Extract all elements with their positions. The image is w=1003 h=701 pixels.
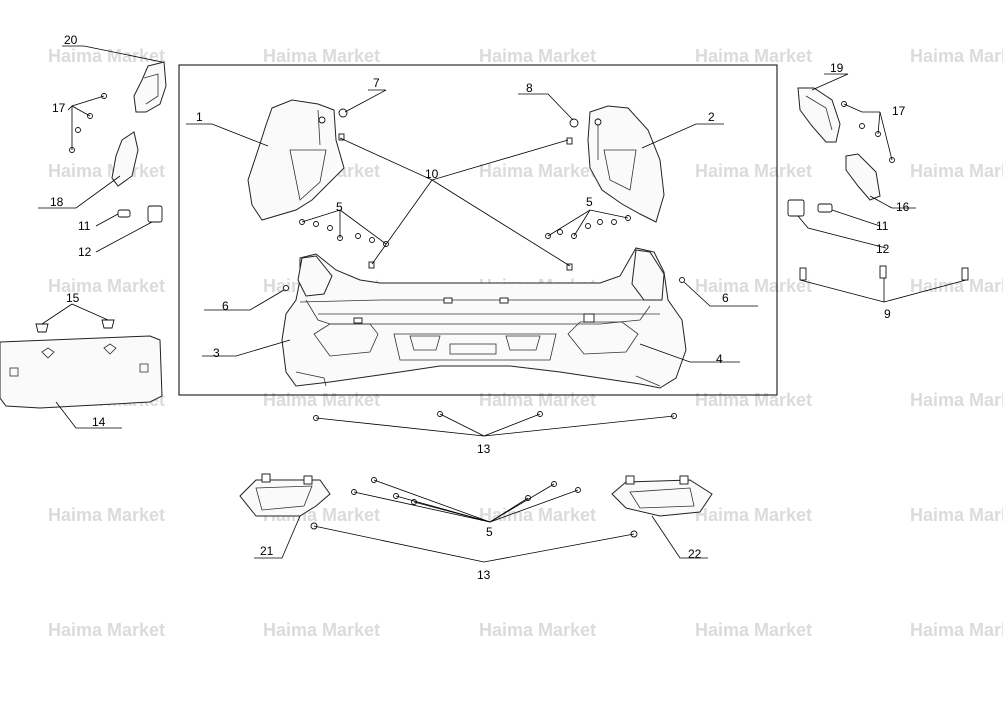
callout-21: 21 bbox=[260, 544, 274, 558]
callout-20: 20 bbox=[64, 33, 78, 47]
callout-12-left: 12 bbox=[78, 245, 92, 259]
callout-10: 10 bbox=[425, 167, 439, 181]
callout-5-bottom: 5 bbox=[486, 525, 493, 539]
part-13-screws-bottom[interactable] bbox=[310, 522, 638, 538]
part-13-screws-top[interactable] bbox=[313, 411, 677, 421]
callout-11-left: 11 bbox=[78, 219, 91, 233]
watermark: Haima Market bbox=[479, 620, 596, 640]
part-11-clip-right[interactable] bbox=[817, 203, 833, 213]
watermark: Haima Market bbox=[695, 505, 812, 525]
part-14-license-plate-bracket[interactable] bbox=[0, 335, 163, 409]
part-5-screws-left[interactable] bbox=[299, 219, 389, 247]
watermark: Haima Market bbox=[263, 46, 380, 66]
part-12-retainer-right[interactable] bbox=[787, 199, 805, 217]
watermark: Haima Market bbox=[695, 276, 812, 296]
watermark: Haima Market bbox=[48, 620, 165, 640]
callout-labels: 1 2 3 4 5 5 5 6 6 7 8 9 10 11 11 12 12 1… bbox=[50, 33, 910, 582]
watermark: Haima Market bbox=[695, 620, 812, 640]
watermark: Haima Market bbox=[910, 505, 1003, 525]
callout-17-left: 17 bbox=[52, 101, 66, 115]
watermark: Haima Market bbox=[48, 161, 165, 181]
callout-13-bottom: 13 bbox=[477, 568, 491, 582]
part-16-right-bracket[interactable] bbox=[845, 153, 881, 201]
watermark: Haima Market bbox=[910, 390, 1003, 410]
part-22-right-reflector[interactable] bbox=[611, 475, 713, 517]
leader-lines bbox=[38, 45, 967, 563]
callout-22: 22 bbox=[688, 547, 702, 561]
watermark: Haima Market bbox=[910, 276, 1003, 296]
callout-16: 16 bbox=[896, 200, 910, 214]
callout-5-right: 5 bbox=[586, 195, 593, 209]
part-9-clips[interactable] bbox=[799, 265, 969, 281]
watermark: Haima Market bbox=[48, 505, 165, 525]
callout-5-left: 5 bbox=[336, 200, 343, 214]
callout-11-right: 11 bbox=[876, 219, 889, 233]
watermark: Haima Market bbox=[910, 46, 1003, 66]
part-3-4-rear-bumper[interactable] bbox=[281, 247, 687, 389]
part-6-bolt-left[interactable] bbox=[283, 285, 289, 291]
watermark: Haima Market bbox=[695, 161, 812, 181]
part-1-left-upper-bracket[interactable] bbox=[247, 99, 345, 221]
watermark: Haima Market bbox=[479, 46, 596, 66]
callout-14: 14 bbox=[92, 415, 106, 429]
part-18-left-bracket[interactable] bbox=[111, 131, 139, 187]
callout-6-right: 6 bbox=[722, 291, 729, 305]
watermark: Haima Market bbox=[263, 390, 380, 410]
callout-18: 18 bbox=[50, 195, 64, 209]
part-2-right-upper-bracket[interactable] bbox=[587, 105, 665, 223]
watermark: Haima Market bbox=[695, 46, 812, 66]
part-20-left-bracket[interactable] bbox=[133, 61, 167, 113]
callout-1: 1 bbox=[196, 110, 203, 124]
callout-9: 9 bbox=[884, 307, 891, 321]
part-8-clip[interactable] bbox=[569, 118, 579, 128]
watermark: Haima Market bbox=[48, 46, 165, 66]
watermark: Haima Market bbox=[479, 505, 596, 525]
watermark: Haima Market bbox=[479, 161, 596, 181]
callout-7: 7 bbox=[373, 76, 380, 90]
watermark: Haima Market bbox=[695, 390, 812, 410]
callout-13-top: 13 bbox=[477, 442, 491, 456]
watermark: Haima Market bbox=[263, 620, 380, 640]
callout-3: 3 bbox=[213, 346, 220, 360]
watermark: Haima Market bbox=[910, 620, 1003, 640]
watermark: Haima Market bbox=[48, 276, 165, 296]
part-21-left-reflector[interactable] bbox=[239, 473, 331, 517]
assembly-frame bbox=[178, 64, 778, 396]
part-15-clips[interactable] bbox=[35, 319, 115, 333]
callout-8: 8 bbox=[526, 81, 533, 95]
part-17-screws-left[interactable] bbox=[69, 93, 107, 153]
part-10-screws[interactable] bbox=[338, 133, 573, 271]
part-5-screws-bottom[interactable] bbox=[351, 477, 581, 505]
part-11-clip-left[interactable] bbox=[117, 209, 131, 218]
watermark: Haima Market bbox=[910, 161, 1003, 181]
watermark: Haima Market bbox=[479, 390, 596, 410]
part-17-screws-right[interactable] bbox=[841, 101, 895, 163]
callout-17-right: 17 bbox=[892, 104, 906, 118]
part-7-clip[interactable] bbox=[338, 108, 348, 118]
callout-12-right: 12 bbox=[876, 242, 890, 256]
callout-6-left: 6 bbox=[222, 299, 229, 313]
part-5-screws-right[interactable] bbox=[545, 215, 631, 239]
part-12-retainer-left[interactable] bbox=[147, 205, 163, 223]
part-19-right-bracket[interactable] bbox=[797, 87, 841, 143]
callout-2: 2 bbox=[708, 110, 715, 124]
callout-4: 4 bbox=[716, 352, 723, 366]
part-6-bolt-right[interactable] bbox=[679, 277, 685, 283]
callout-19: 19 bbox=[830, 61, 844, 75]
callout-15: 15 bbox=[66, 291, 80, 305]
